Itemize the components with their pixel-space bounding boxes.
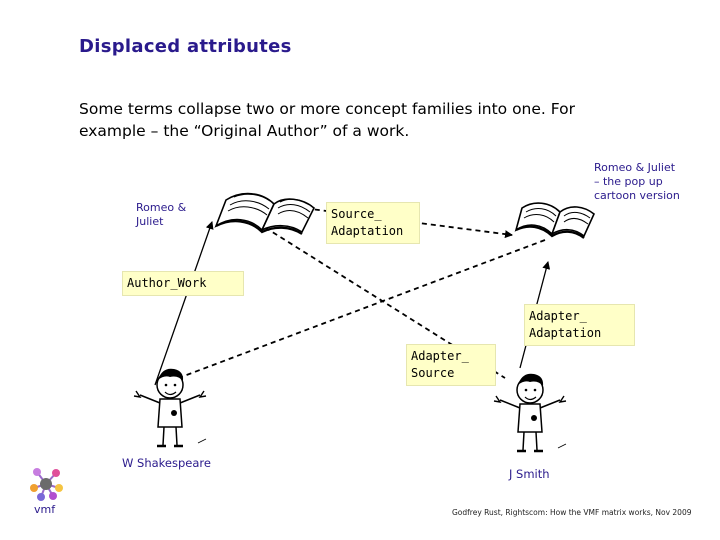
adapter-label: J Smith [509,467,550,481]
adaptation-label: Romeo & Juliet – the pop up cartoon vers… [594,161,680,202]
person-icon [133,368,207,448]
vmf-logo-text: vmf [34,503,56,516]
book-icon [214,192,315,235]
author-label: W Shakespeare [122,456,211,470]
source-adaptation-label: Source_ Adaptation [326,202,420,244]
person-icon [493,373,567,453]
author-work-label: Author_Work [122,271,244,296]
adapter-source-label: Adapter_ Source [406,344,496,386]
vmf-logo-icon [30,468,63,501]
slide-title: Displaced attributes [79,36,292,57]
adapter-source-arrow [167,239,546,384]
book-icon [514,202,595,239]
footer-credit: Godfrey Rust, Rightscom: How the VMF mat… [452,508,692,517]
author-work-arrow [154,221,214,386]
adapter-adaptation-label: Adapter_ Adaptation [524,304,635,346]
work-label: Romeo & Juliet [136,201,187,228]
intro-text: Some terms collapse two or more concept … [79,100,575,140]
